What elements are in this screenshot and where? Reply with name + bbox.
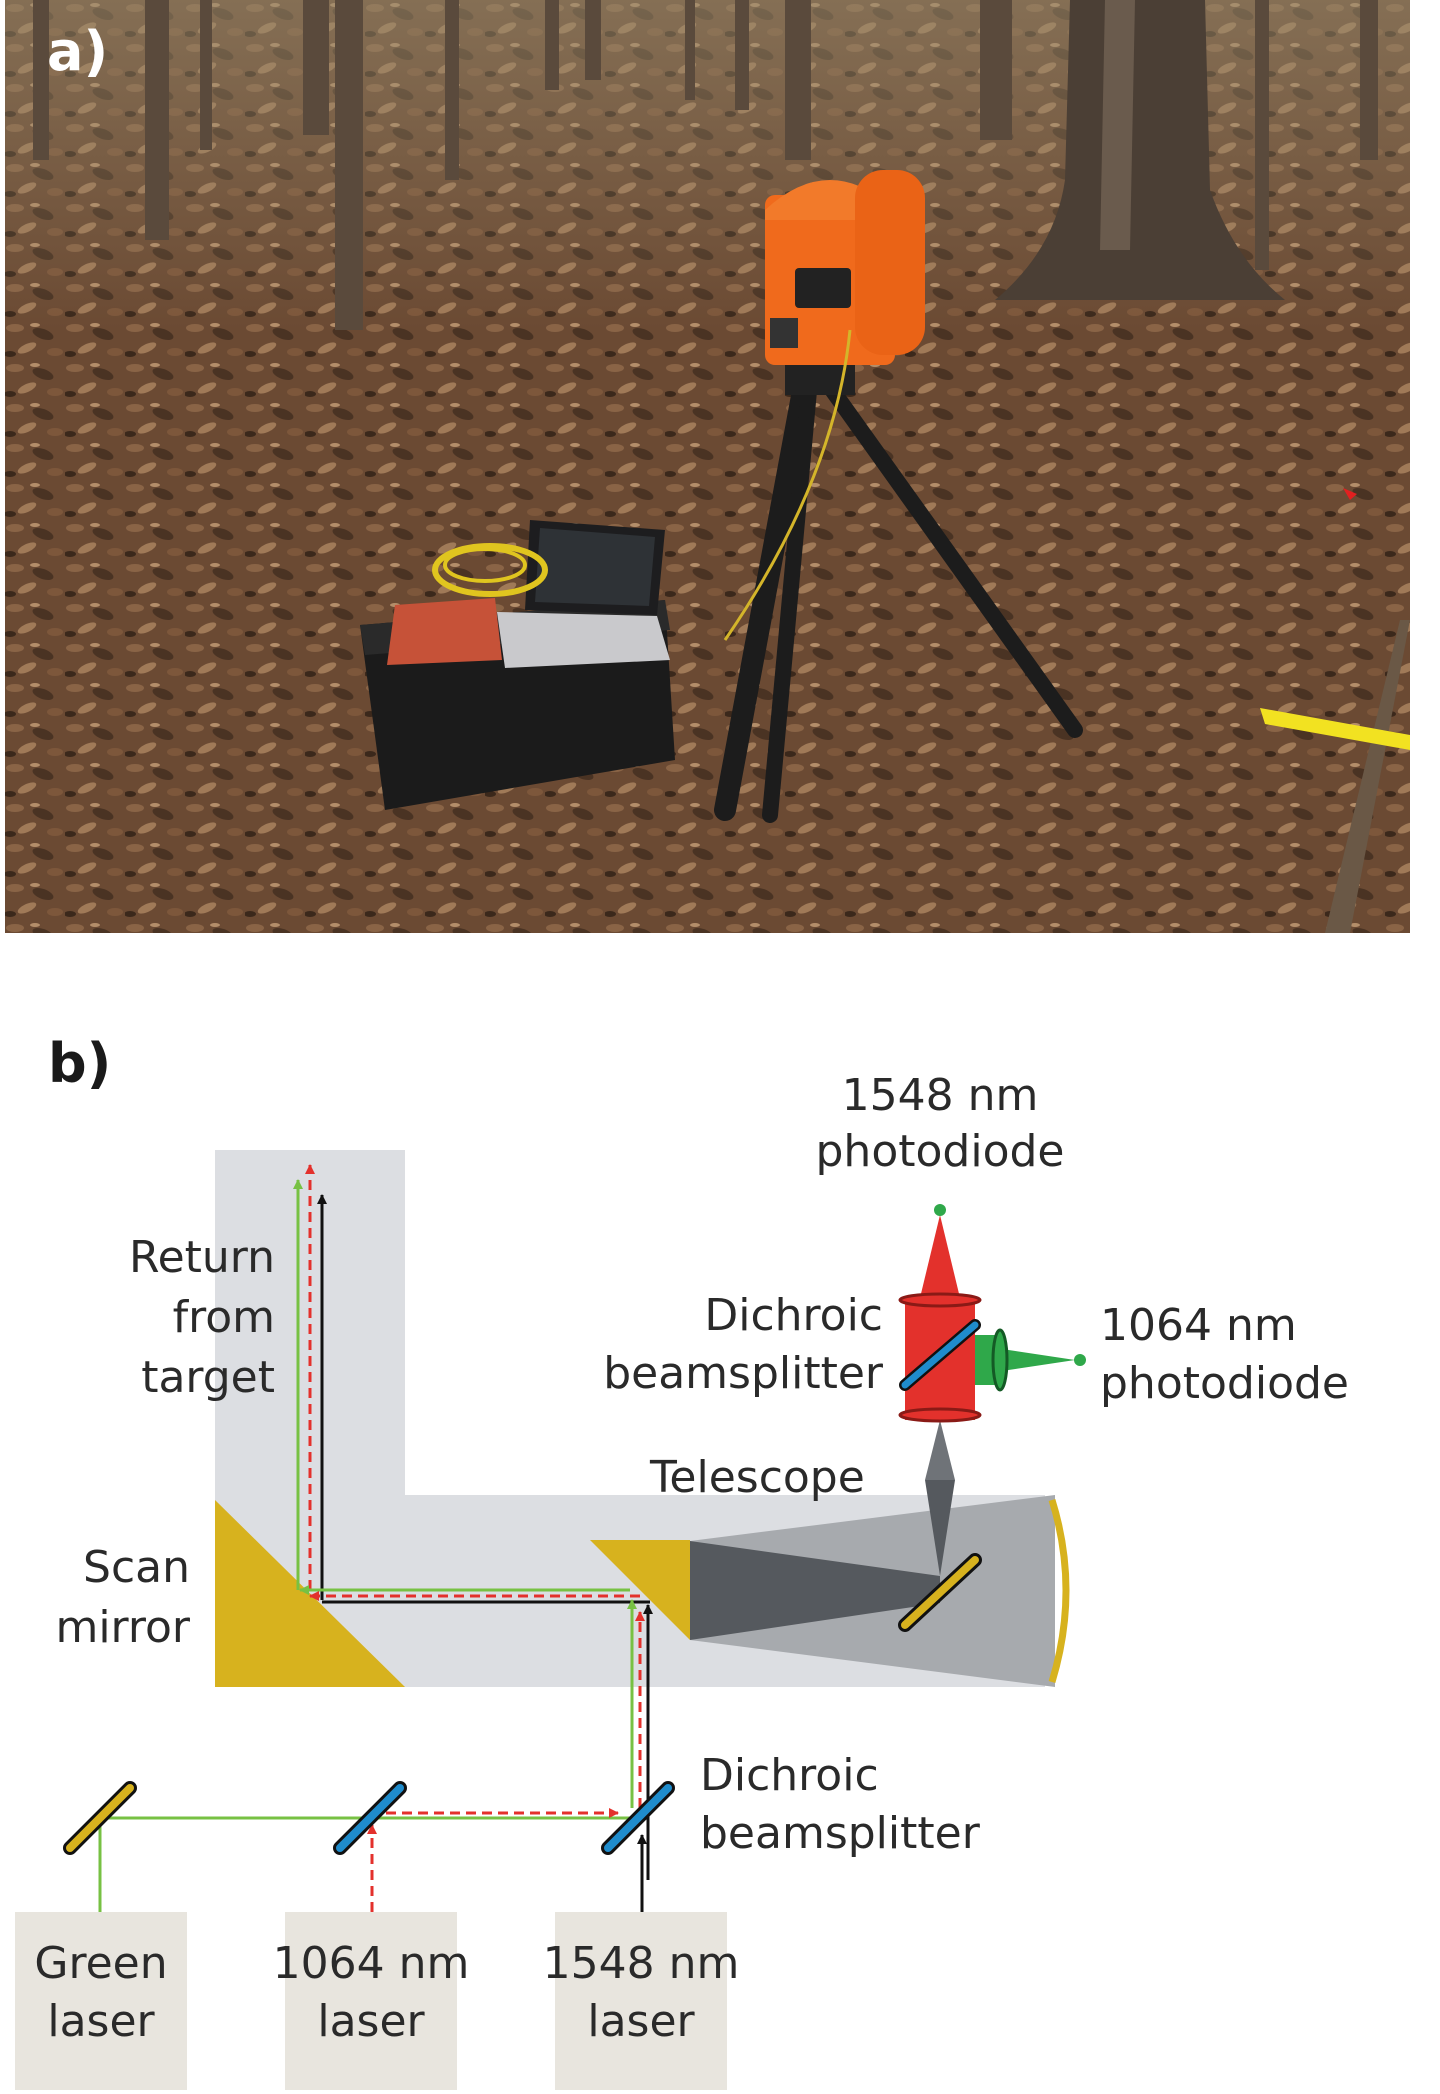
lidar-optics-diagram: b) (0, 1000, 1440, 2090)
green-laser-label-1: Green (34, 1938, 167, 1989)
return-label-1: Return (129, 1232, 275, 1283)
laser-1548-label-1: 1548 nm (543, 1938, 740, 1989)
photodiode-1548-dot (934, 1204, 946, 1216)
green-laser-label-2: laser (47, 1996, 155, 2047)
scan-mirror-label-2: mirror (55, 1602, 190, 1653)
photodiode-assembly (898, 1204, 1086, 1423)
photodiode-1064-label-2: photodiode (1100, 1358, 1349, 1409)
photodiode-1548-label-1: 1548 nm (842, 1070, 1039, 1121)
laser-1064-label-1: 1064 nm (273, 1938, 470, 1989)
telescope (690, 1420, 1070, 1687)
dichroic-bottom-label-2: beamsplitter (700, 1808, 981, 1859)
laser-1064-label-2: laser (317, 1996, 425, 2047)
turning-mirror (590, 1540, 690, 1640)
laser-1548-box (555, 1912, 727, 2090)
panel-b-label: b) (48, 1032, 111, 1095)
green-laser-box (15, 1912, 187, 2090)
dichroic-top-label-1: Dichroic (704, 1290, 883, 1341)
laser-1548-label-2: laser (587, 1996, 695, 2047)
photodiode-1548-label-2: photodiode (816, 1126, 1065, 1177)
panel-a-label: a) (47, 20, 108, 83)
laser-1064-box (285, 1912, 457, 2090)
telescope-label: Telescope (649, 1452, 865, 1503)
photodiode-1064-label-1: 1064 nm (1100, 1300, 1297, 1351)
return-label-3: target (141, 1352, 275, 1403)
return-label-2: from (173, 1292, 275, 1343)
photodiode-1064-dot (1074, 1354, 1086, 1366)
field-photo: a) (5, 0, 1410, 933)
dichroic-bottom-label-1: Dichroic (700, 1750, 879, 1801)
scan-mirror-label-1: Scan (83, 1542, 190, 1593)
dichroic-top-label-2: beamsplitter (603, 1348, 884, 1399)
